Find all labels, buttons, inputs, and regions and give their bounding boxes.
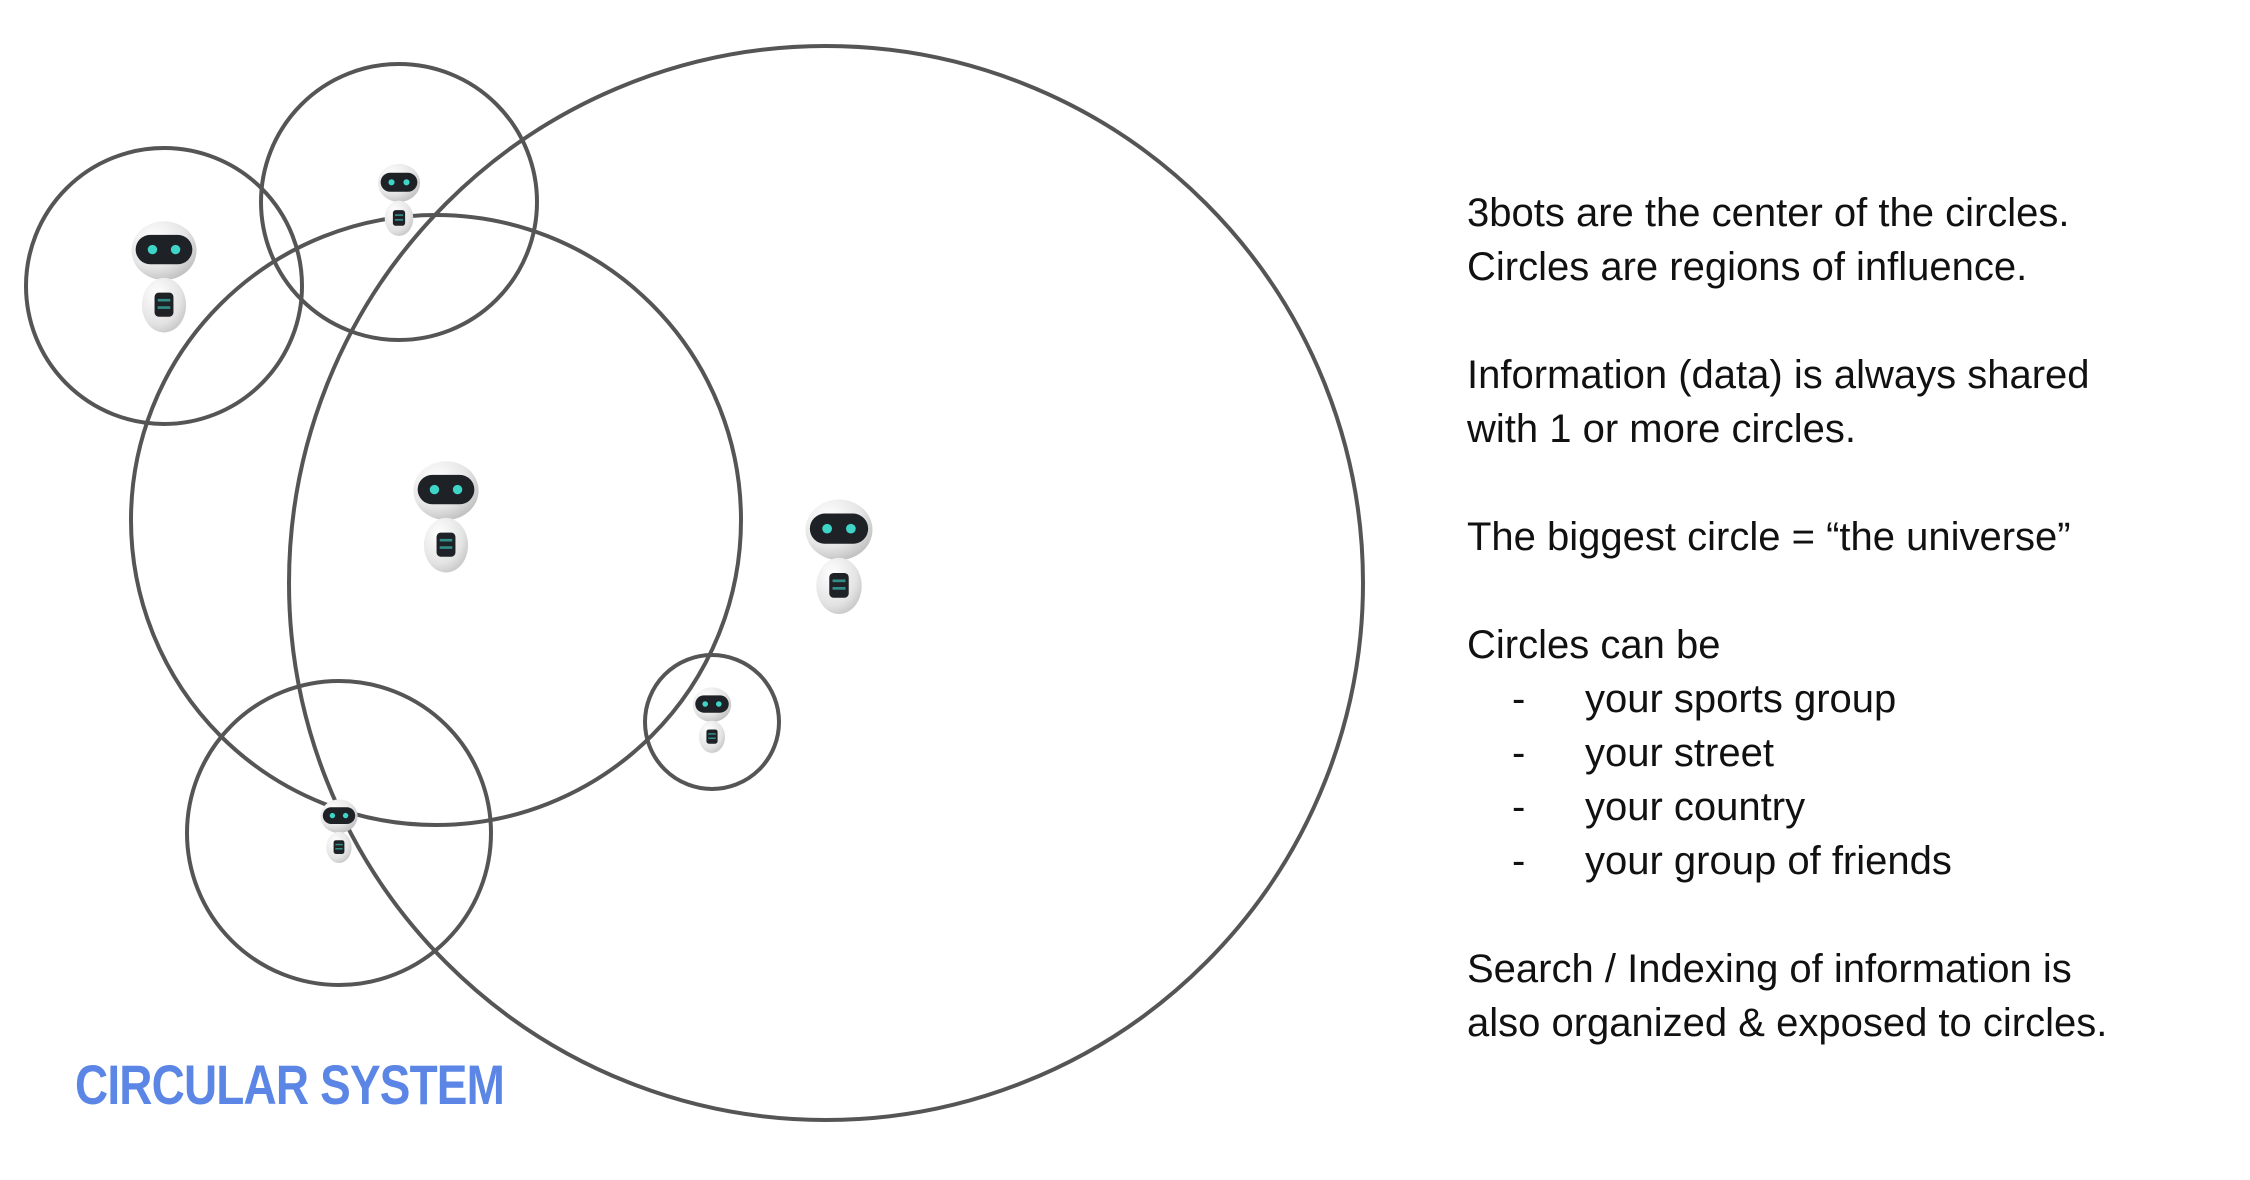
text-line: Circles can be [1467,623,1721,667]
paragraph-sharing: Information (data) is always shared with… [1467,348,2227,456]
description-panel: 3bots are the center of the circles. Cir… [1467,186,2227,1050]
circle-types-list: - your sports group - your street - your co… [1467,672,2227,888]
universe-circle [287,44,1365,1122]
list-marker: - [1512,839,1526,883]
list-marker: - [1512,785,1526,829]
robot-icon [805,499,873,614]
text-line: with 1 or more circles. [1467,407,1856,451]
paragraph-centers: 3bots are the center of the circles. Cir… [1467,186,2227,294]
text-line: also organized & exposed to circles. [1467,1001,2108,1045]
text-line: Information (data) is always shared [1467,353,2090,397]
list-marker: - [1512,731,1526,775]
robot-icon [377,163,421,236]
small-circle [643,653,781,791]
list-item-text: your country [1585,785,1806,829]
robot-icon [131,221,197,333]
top-circle [259,62,539,342]
list-item: - your group of friends [1467,834,2227,888]
robot-icon [692,687,732,753]
text-line: Search / Indexing of information is [1467,947,2072,991]
robot-icon [413,461,479,573]
list-item-text: your street [1585,731,1774,775]
large-circle [129,213,743,827]
top-left-circle [24,146,304,426]
list-item-text: your group of friends [1585,839,1952,883]
text-line: 3bots are the center of the circles. [1467,191,2070,235]
text-line: The biggest circle = “the universe” [1467,515,2071,559]
paragraph-universe: The biggest circle = “the universe” [1467,510,2227,564]
paragraph-circle-types: Circles can be - your sports group - your … [1467,618,2227,888]
list-marker: - [1512,677,1526,721]
diagram-title: CIRCULAR SYSTEM [75,1053,505,1116]
list-item: - your sports group [1467,672,2227,726]
list-item-text: your sports group [1585,677,1897,721]
text-line: Circles are regions of influence. [1467,245,2028,289]
list-item: - your street [1467,726,2227,780]
paragraph-search: Search / Indexing of information is also… [1467,942,2227,1050]
circular-system-diagram [24,44,1365,1122]
list-item: - your country [1467,780,2227,834]
bottom-left-circle [185,679,493,987]
